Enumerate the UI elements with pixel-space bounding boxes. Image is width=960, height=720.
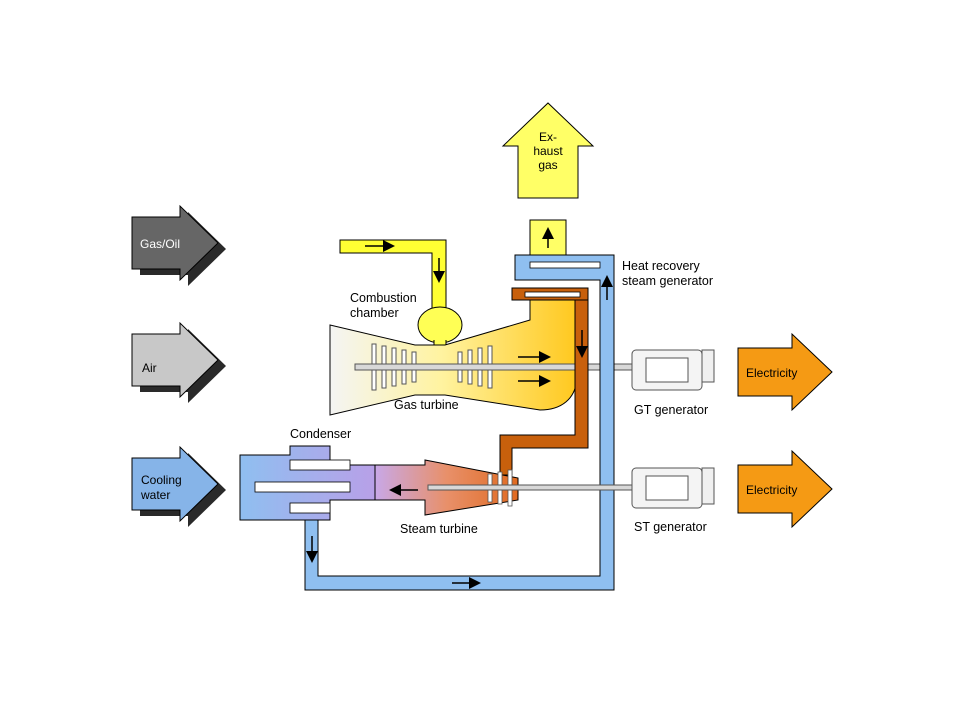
air-arrow: Air [131,321,226,403]
combustion-label-2: chamber [350,306,399,320]
hrsg-label-1: Heat recovery [622,259,701,273]
air-label: Air [142,361,157,375]
gas-oil-arrow: Gas/Oil [131,204,226,286]
electricity-gt-label: Electricity [746,366,797,380]
cooling-water-label-1: Cooling [141,473,182,487]
gt-generator: GT generator [631,349,715,417]
gas-turbine-label: Gas turbine [394,398,459,412]
electricity-st-label: Electricity [746,483,797,497]
combustion-label-1: Combustion [350,291,417,305]
exhaust-label-1: Ex- [539,130,557,144]
hrsg-label-2: steam generator [622,274,713,288]
exhaust-gas-arrow: Ex- haust gas [501,102,595,199]
gas-oil-label: Gas/Oil [140,237,180,251]
condenser-label: Condenser [290,427,351,441]
steam-turbine: Steam turbine [374,459,709,536]
gt-generator-label: GT generator [634,403,708,417]
steam-turbine-label: Steam turbine [400,522,478,536]
cooling-water-label-2: water [140,488,170,502]
water-loop [304,254,615,591]
electricity-st-arrow: Electricity [737,449,833,529]
steam-pipe [499,287,589,476]
st-generator-label: ST generator [634,520,707,534]
electricity-gt-arrow: Electricity [737,332,833,412]
condenser: Condenser [239,427,376,521]
cooling-water-arrow: Cooling water [131,445,226,527]
exhaust-label-3: gas [538,158,557,172]
st-generator: ST generator [631,467,715,534]
exhaust-label-2: haust [533,144,563,158]
gas-turbine: Gas turbine [329,289,708,416]
